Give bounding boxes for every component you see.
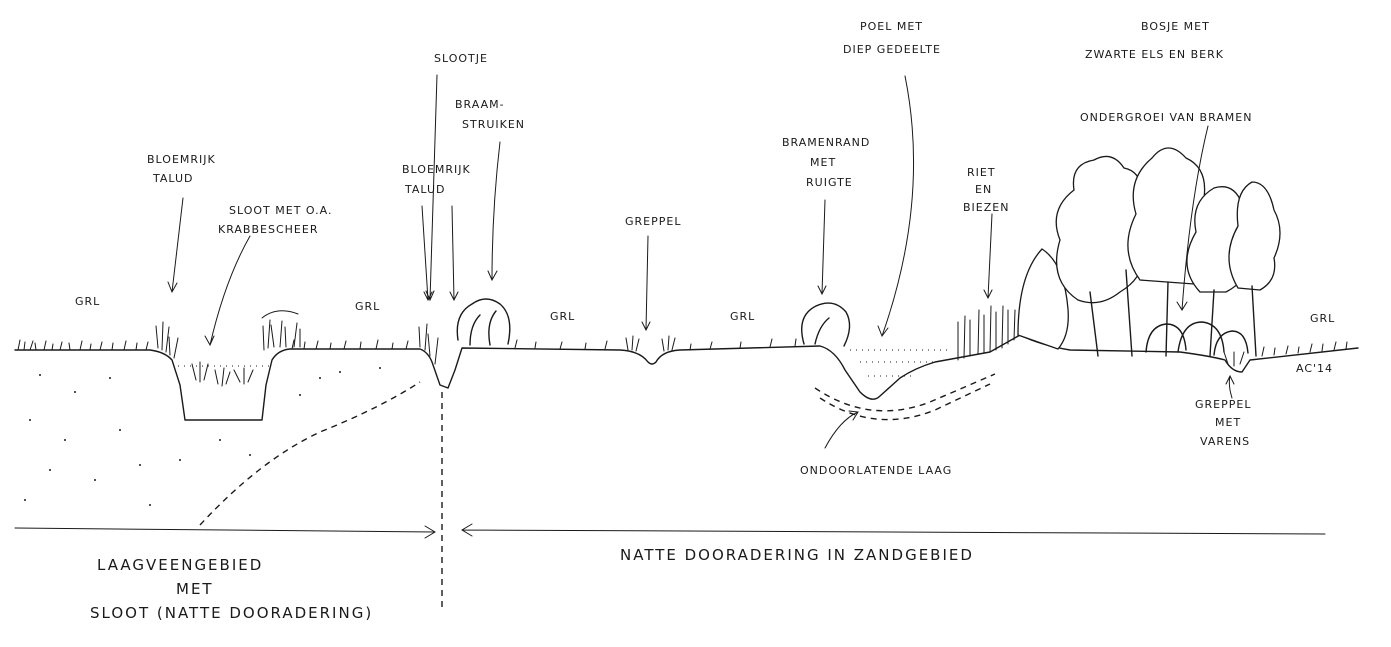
label-bloemrijk-talud-mid-1: BLOEMRIJK bbox=[402, 163, 471, 176]
label-riet-1: RIET bbox=[967, 166, 996, 179]
label-riet-2: EN bbox=[975, 183, 992, 196]
soil-stipple bbox=[24, 367, 381, 506]
label-laagveen-1: LAAGVEENGEBIED bbox=[97, 556, 263, 574]
label-braam-1: BRAAM- bbox=[455, 98, 505, 111]
label-bloemrijk-talud-mid-2: TALUD bbox=[404, 183, 446, 196]
label-grl-2: GRL bbox=[355, 300, 380, 313]
bramenrand-struik bbox=[802, 303, 850, 346]
label-poel-2: DIEP GEDEELTE bbox=[843, 43, 941, 56]
left-region-arrow bbox=[15, 526, 435, 538]
signature: AC'14 bbox=[1296, 362, 1333, 375]
label-slootje: SLOOTJE bbox=[434, 52, 488, 65]
label-greppel-varens-2: MET bbox=[1215, 416, 1241, 429]
label-laagveen-3: SLOOT (NATTE DOORADERING) bbox=[90, 604, 373, 622]
label-sloot-1: SLOOT MET O.A. bbox=[229, 204, 332, 217]
label-laagveen-2: MET bbox=[176, 580, 214, 598]
label-grl-1: GRL bbox=[75, 295, 100, 308]
label-poel-1: POEL MET bbox=[860, 20, 923, 33]
label-bloemrijk-talud-left-2: TALUD bbox=[152, 172, 194, 185]
label-natte-dooradering: NATTE DOORADERING IN ZANDGEBIED bbox=[620, 546, 974, 564]
label-bramenrand-2: MET bbox=[810, 156, 836, 169]
veen-zand-boundary bbox=[200, 382, 420, 525]
label-bosje-1: BOSJE MET bbox=[1141, 20, 1210, 33]
krabbescheer-plants bbox=[192, 362, 253, 386]
ondoorlatende-laag-line-2 bbox=[820, 384, 990, 420]
label-bosje-2: ZWARTE ELS EN BERK bbox=[1085, 48, 1224, 61]
label-greppel: GREPPEL bbox=[625, 215, 681, 228]
label-sloot-2: KRABBESCHEER bbox=[218, 223, 318, 236]
label-riet-3: BIEZEN bbox=[963, 201, 1009, 214]
label-greppel-varens-3: VARENS bbox=[1200, 435, 1250, 448]
label-ondergroei: ONDERGROEI VAN BRAMEN bbox=[1080, 111, 1252, 124]
label-grl-3: GRL bbox=[550, 310, 575, 323]
ondergroei-bramen bbox=[1146, 322, 1248, 355]
label-bloemrijk-talud-left-1: BLOEMRIJK bbox=[147, 153, 216, 166]
ondoorlatende-laag-line-1 bbox=[815, 374, 995, 411]
riet-biezen bbox=[958, 306, 1015, 360]
label-bramenrand-1: BRAMENRAND bbox=[782, 136, 870, 149]
label-greppel-varens-1: GREPPEL bbox=[1195, 398, 1251, 411]
label-grl-5: GRL bbox=[1310, 312, 1335, 325]
bosje-trees bbox=[1018, 148, 1280, 356]
label-ondoorlatende-laag: ONDOORLATENDE LAAG bbox=[800, 464, 952, 477]
bloemrijk-talud-mid-vegetation bbox=[419, 324, 438, 364]
label-bramenrand-3: RUIGTE bbox=[806, 176, 853, 189]
braamstruik bbox=[457, 299, 510, 345]
greppel-vegetation bbox=[626, 336, 675, 351]
label-braam-2: STRUIKEN bbox=[462, 118, 525, 131]
label-grl-4: GRL bbox=[730, 310, 755, 323]
bloemrijk-talud-left-vegetation bbox=[156, 311, 300, 358]
right-region-arrow bbox=[462, 524, 1325, 536]
